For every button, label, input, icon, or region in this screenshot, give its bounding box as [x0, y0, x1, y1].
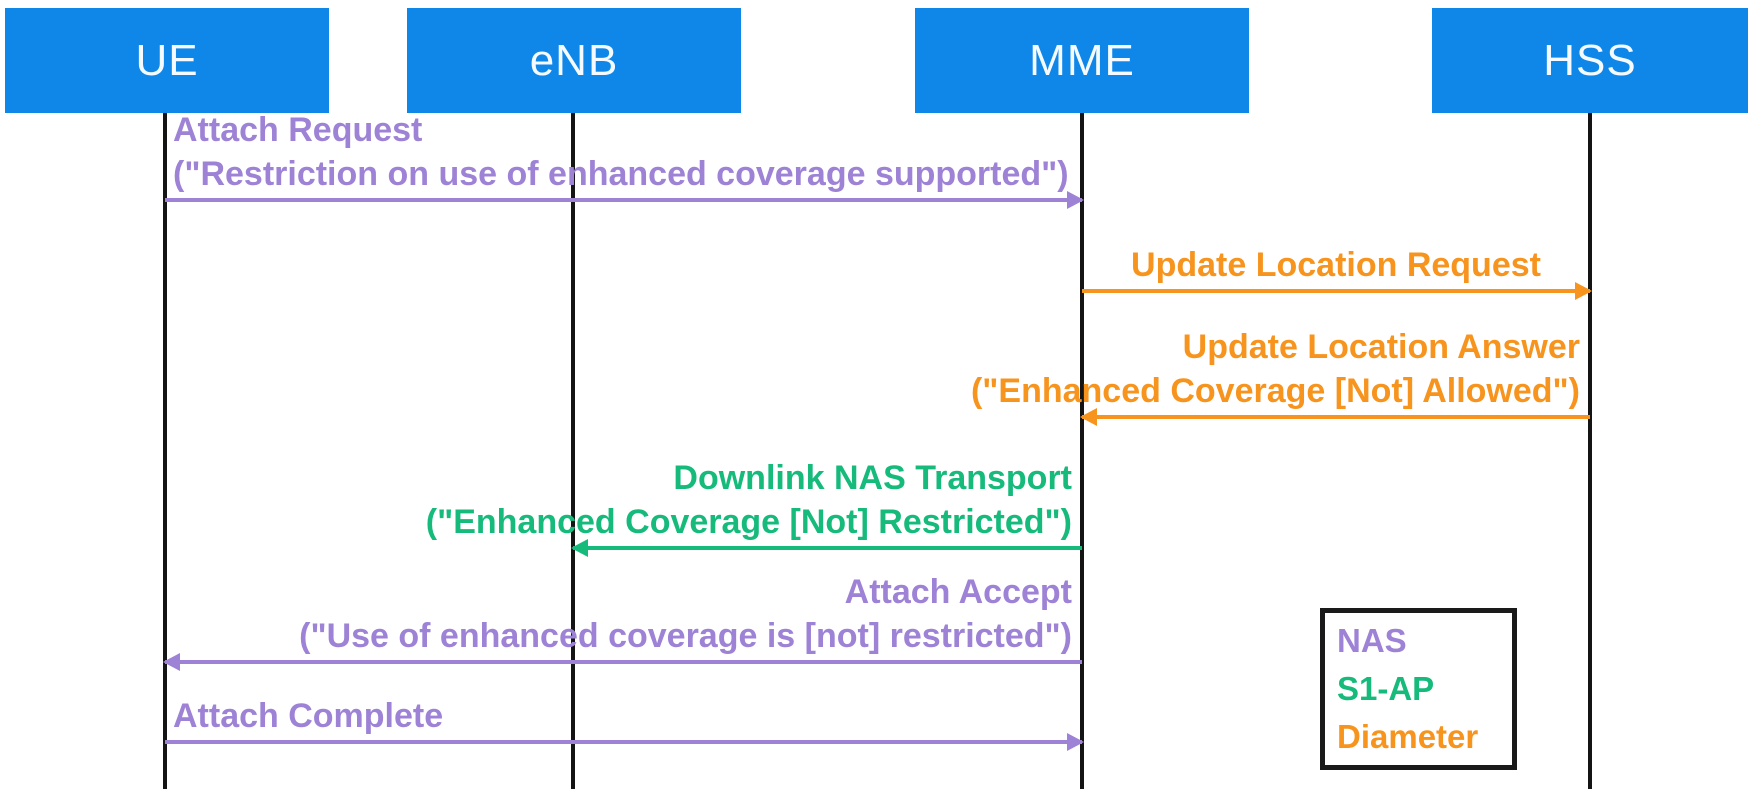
actor-box-enb: eNB — [407, 8, 741, 113]
message-update-location-answer: Update Location Answer ("Enhanced Covera… — [971, 321, 1590, 426]
message-label: Downlink NAS Transport — [673, 459, 1072, 497]
arrowhead-right-icon — [1067, 733, 1084, 751]
message-param: ("Enhanced Coverage [Not] Restricted") — [425, 503, 1072, 541]
actor-label-enb: eNB — [529, 35, 619, 85]
message-text: Update Location Request — [1082, 243, 1590, 287]
actor-box-ue: UE — [5, 8, 329, 113]
actor-box-mme: MME — [915, 8, 1249, 113]
lifeline-ue — [163, 113, 167, 789]
message-downlink-nas-transport: Downlink NAS Transport ("Enhanced Covera… — [426, 452, 1082, 557]
arrowhead-left-icon — [1080, 408, 1097, 426]
arrowhead-right-icon — [1067, 191, 1084, 209]
message-label: Attach Request — [173, 111, 423, 149]
actor-label-mme: MME — [1029, 35, 1135, 85]
arrow-line — [571, 539, 1082, 557]
arrowhead-left-icon — [571, 539, 588, 557]
actor-label-hss: HSS — [1543, 35, 1637, 85]
lifeline-hss — [1588, 113, 1592, 789]
actor-box-hss: HSS — [1432, 8, 1748, 113]
message-text: Attach Request ("Restriction on use of e… — [165, 108, 1082, 196]
arrow-line — [165, 191, 1084, 209]
message-text: Update Location Answer ("Enhanced Covera… — [971, 325, 1590, 413]
message-label: Attach Complete — [173, 697, 444, 735]
lifeline-enb — [571, 113, 575, 789]
actor-label-ue: UE — [135, 35, 199, 85]
legend-item-nas: NAS — [1337, 622, 1407, 659]
message-attach-accept: Attach Accept ("Use of enhanced coverage… — [163, 566, 1082, 671]
protocol-legend: NAS S1-AP Diameter — [1320, 608, 1517, 770]
arrow-line — [163, 653, 1082, 671]
legend-item-diameter: Diameter — [1337, 718, 1479, 755]
message-attach-complete: Attach Complete — [165, 694, 1084, 751]
arrow-line — [1080, 408, 1590, 426]
lifeline-mme — [1080, 113, 1084, 789]
message-attach-request: Attach Request ("Restriction on use of e… — [165, 104, 1084, 209]
message-label: Update Location Answer — [1182, 328, 1580, 366]
arrow-line — [165, 733, 1084, 751]
message-param: ("Use of enhanced coverage is [not] rest… — [299, 617, 1072, 655]
arrowhead-left-icon — [163, 653, 180, 671]
message-label: Update Location Request — [1131, 246, 1541, 284]
message-text: Attach Accept ("Use of enhanced coverage… — [165, 570, 1082, 658]
arrow-line — [1082, 282, 1592, 300]
message-text: Attach Complete — [165, 694, 1082, 738]
message-update-location-request: Update Location Request — [1082, 243, 1592, 300]
legend-item-s1ap: S1-AP — [1337, 670, 1435, 707]
arrowhead-right-icon — [1575, 282, 1592, 300]
message-param: ("Restriction on use of enhanced coverag… — [173, 155, 1069, 193]
message-param: ("Enhanced Coverage [Not] Allowed") — [970, 372, 1580, 410]
message-label: Attach Accept — [844, 573, 1072, 611]
message-text: Downlink NAS Transport ("Enhanced Covera… — [426, 456, 1082, 544]
